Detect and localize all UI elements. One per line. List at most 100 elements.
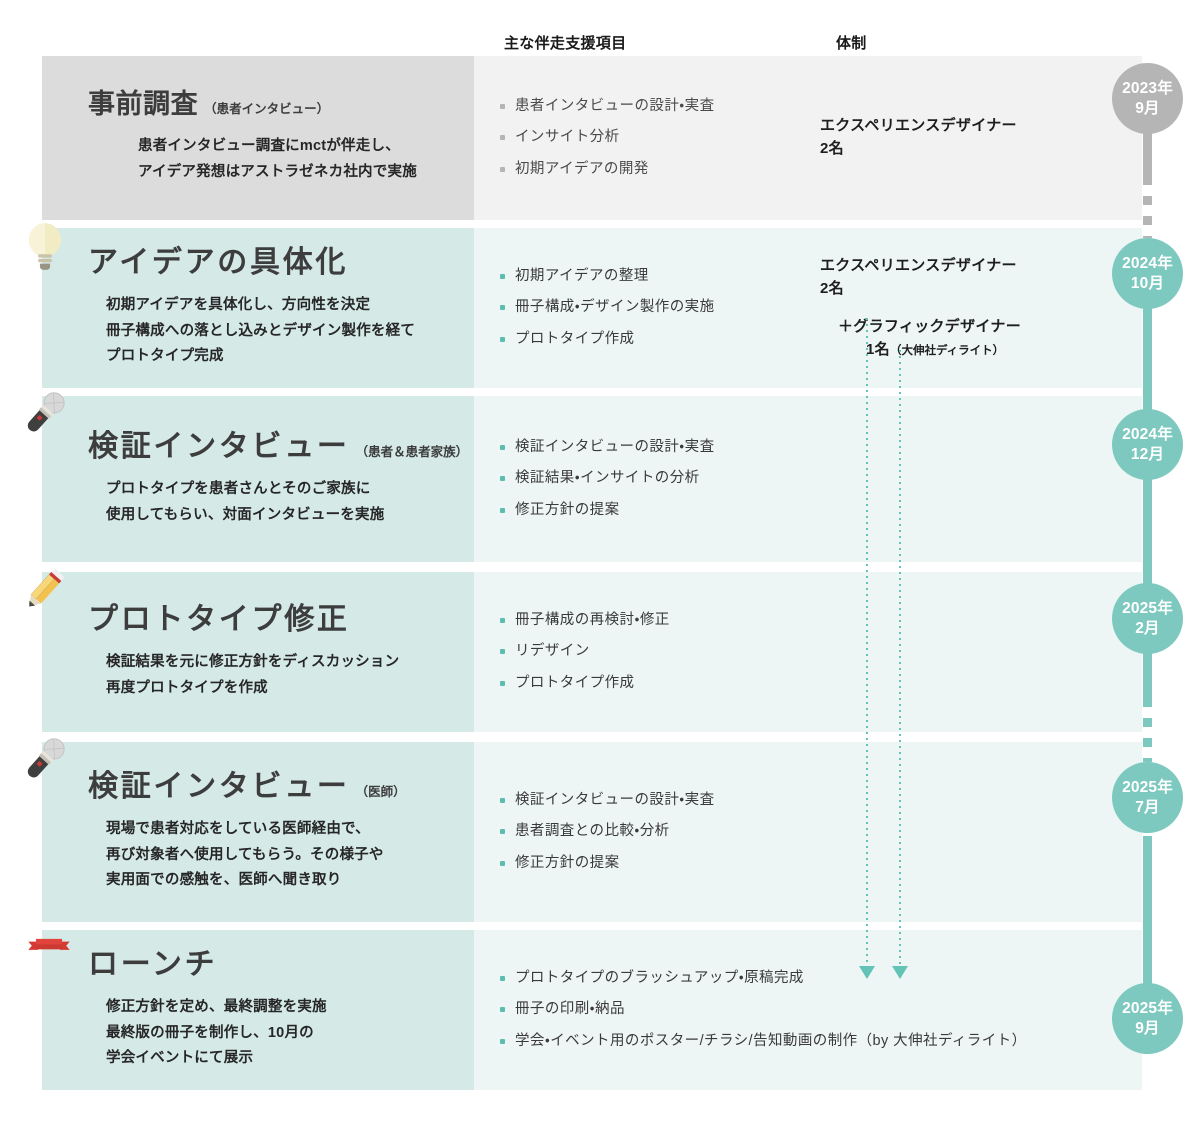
column-header-items: 主な伴走支援項目 [504, 35, 627, 52]
support-item: 初期アイデアの開発 [500, 158, 820, 181]
support-item: 検証インタビューの設計・実査 [500, 436, 820, 459]
team-role: エクスペリエンスデザイナー [820, 117, 1017, 135]
bullet-icon [500, 135, 505, 141]
bullet-icon [500, 797, 505, 803]
stage-details: プロトタイプのブラッシュアップ・原稿完成 冊子の印刷・納品 学会・イベント用のポ… [474, 930, 1200, 1090]
stage-subtitle: （患者＆患者家族） [355, 444, 469, 459]
support-item-label: 患者調査との比較・分析 [515, 823, 670, 840]
stage-left-panel [42, 396, 474, 562]
timeline-node-5[interactable]: 2025年 7月 [1112, 762, 1183, 833]
team-composition: エクスペリエンスデザイナー 2名 ＋グラフィックデザイナー 1名（大伸社ディライ… [820, 255, 1090, 362]
bullet-icon [500, 1038, 505, 1044]
timeline-month: 12月 [1130, 445, 1165, 463]
timeline-month: 9月 [1135, 99, 1160, 117]
stage-left-panel [42, 228, 474, 388]
stage-right-panel [474, 56, 1142, 220]
timeline-node-6[interactable]: 2025年 9月 [1112, 983, 1183, 1054]
stage-title-line: プロトタイプ修正 [88, 603, 399, 636]
stage-right-panel [474, 572, 1142, 732]
stage-description-line: 最終版の冊子を制作し、10月の [106, 1024, 314, 1041]
stage-left-panel [42, 572, 474, 732]
team-count: 2名 [820, 279, 844, 297]
stage-row-4: プロトタイプ修正 検証結果を元に修正方針をディスカッション 再度プロトタイプを作… [29, 568, 1200, 732]
stage-description-line: アイデア発想はアストラゼネカ社内で実施 [138, 163, 417, 180]
stage-description-line: 冊子構成への落とし込みとデザイン製作を経て [106, 322, 416, 339]
support-item: インサイト分析 [500, 126, 820, 149]
support-items-list: 検証インタビューの設計・実査 検証結果・インサイトの分析 修正方針の提案 [474, 436, 820, 522]
stage-title-line: アイデアの具体化 [88, 246, 415, 279]
support-item-label: 修正方針の提案 [515, 854, 620, 871]
bullet-icon [500, 829, 505, 835]
support-items-list: プロトタイプのブラッシュアップ・原稿完成 冊子の印刷・納品 学会・イベント用のポ… [474, 967, 1114, 1053]
timeline-year: 2025年 [1122, 779, 1173, 797]
stage-row-6: ローンチ 修正方針を定め、最終調整を実施 最終版の冊子を制作し、10月の 学会イ… [28, 930, 1200, 1090]
stage-description-line: 実用面での感触を、医師へ聞き取り [106, 872, 342, 889]
stage-title: 事前調査 [88, 89, 199, 120]
stage-description: 修正方針を定め、最終調整を実施 最終版の冊子を制作し、10月の 学会イベントにて… [88, 995, 327, 1072]
support-item: 検証結果・インサイトの分析 [500, 467, 820, 490]
support-item-label: プロトタイプのブラッシュアップ・原稿完成 [515, 969, 804, 986]
support-item-label: 患者インタビューの設計・実査 [515, 97, 715, 114]
support-item-label: 学会・イベント用のポスター/チラシ/告知動画の制作（by 大伸社ディライト） [515, 1032, 1027, 1049]
timeline-segment [1143, 836, 1152, 988]
bullet-icon [500, 975, 505, 981]
stage-summary: 検証インタビュー （患者＆患者家族） プロトタイプを患者さんとそのご家族に 使用… [42, 396, 482, 562]
stage-row-3: 検証インタビュー （患者＆患者家族） プロトタイプを患者さんとそのご家族に 使用… [27, 392, 1200, 562]
stage-description-line: プロトタイプ完成 [106, 348, 224, 365]
support-items-list: 初期アイデアの整理 冊子構成・デザイン製作の実施 プロトタイプ作成 [474, 265, 820, 351]
stage-description-line: 修正方針を定め、最終調整を実施 [106, 998, 327, 1015]
timeline-year: 2024年 [1122, 255, 1173, 273]
support-item: 冊子の印刷・納品 [500, 998, 1114, 1021]
support-item: 修正方針の提案 [500, 499, 820, 522]
stage-description-line: 初期アイデアを具体化し、方向性を決定 [106, 296, 371, 313]
bullet-icon [500, 273, 505, 279]
stage-description-line: プロトタイプを患者さんとそのご家族に [106, 480, 371, 497]
bullet-icon [500, 476, 505, 482]
stage-row-5: 検証インタビュー （医師） 現場で患者対応をしている医師経由で、 再び対象者へ使… [27, 738, 1200, 922]
support-item: リデザイン [500, 640, 820, 663]
flow-connector-right [899, 350, 901, 968]
support-items-list: 冊子構成の再検討・修正 リデザイン プロトタイプ作成 [474, 609, 820, 695]
support-item-label: 冊子の印刷・納品 [515, 1001, 625, 1018]
bullet-icon [500, 305, 505, 311]
bullet-icon [500, 103, 505, 109]
team-extra-role: ＋グラフィックデザイナー [838, 318, 1022, 336]
stage-row-1: 事前調査 （患者インタビュー） 患者インタビュー調査にmctが伴走し、 アイデア… [42, 56, 1200, 220]
support-item: 患者調査との比較・分析 [500, 820, 820, 843]
bullet-icon [500, 166, 505, 172]
timeline-month: 10月 [1130, 274, 1165, 292]
bullet-icon [500, 617, 505, 623]
support-item: 冊子構成・デザイン製作の実施 [500, 296, 820, 319]
timeline-year: 2025年 [1122, 600, 1173, 618]
timeline-segment [1143, 652, 1152, 698]
bullet-icon [500, 860, 505, 866]
bullet-icon [500, 649, 505, 655]
bullet-icon [500, 1007, 505, 1013]
stage-title-line: 検証インタビュー （医師） [88, 770, 406, 803]
team-main: エクスペリエンスデザイナー 2名 [820, 115, 1090, 161]
bullet-icon [500, 336, 505, 342]
timeline-node-3[interactable]: 2024年 12月 [1112, 409, 1183, 480]
stage-details: 患者インタビューの設計・実査 インサイト分析 初期アイデアの開発 エクスペリエン… [474, 56, 1200, 220]
timeline-year: 2023年 [1122, 80, 1173, 98]
timeline-segment [1143, 478, 1152, 588]
support-item-label: プロトタイプ作成 [515, 330, 635, 347]
stage-description: 現場で患者対応をしている医師経由で、 再び対象者へ使用してもらう。その様子や 実… [88, 817, 406, 894]
support-item-label: 検証インタビューの設計・実査 [515, 791, 715, 808]
team-extra-line2: 1名（大伸社ディライト） [838, 339, 1090, 362]
stage-row-2: アイデアの具体化 初期アイデアを具体化し、方向性を決定 冊子構成への落とし込みと… [28, 223, 1200, 388]
stage-description-line: 検証結果を元に修正方針をディスカッション [106, 653, 400, 670]
support-item: プロトタイプのブラッシュアップ・原稿完成 [500, 967, 1114, 990]
support-item: プロトタイプ作成 [500, 328, 820, 351]
team-extra: ＋グラフィックデザイナー 1名（大伸社ディライト） [820, 316, 1090, 361]
timeline-node-1[interactable]: 2023年 9月 [1112, 63, 1183, 134]
stage-description-line: 現場で患者対応をしている医師経由で、 [106, 820, 370, 837]
stage-right-panel [474, 228, 1142, 388]
team-count: 2名 [820, 140, 844, 157]
timeline-node-4[interactable]: 2025年 2月 [1112, 583, 1183, 654]
stage-title: アイデアの具体化 [88, 245, 349, 279]
stage-title-line: 事前調査 （患者インタビュー） [88, 90, 417, 120]
timeline-node-2[interactable]: 2024年 10月 [1112, 238, 1183, 309]
stage-title: ローンチ [88, 947, 218, 981]
stage-summary: プロトタイプ修正 検証結果を元に修正方針をディスカッション 再度プロトタイプを作… [42, 572, 413, 732]
